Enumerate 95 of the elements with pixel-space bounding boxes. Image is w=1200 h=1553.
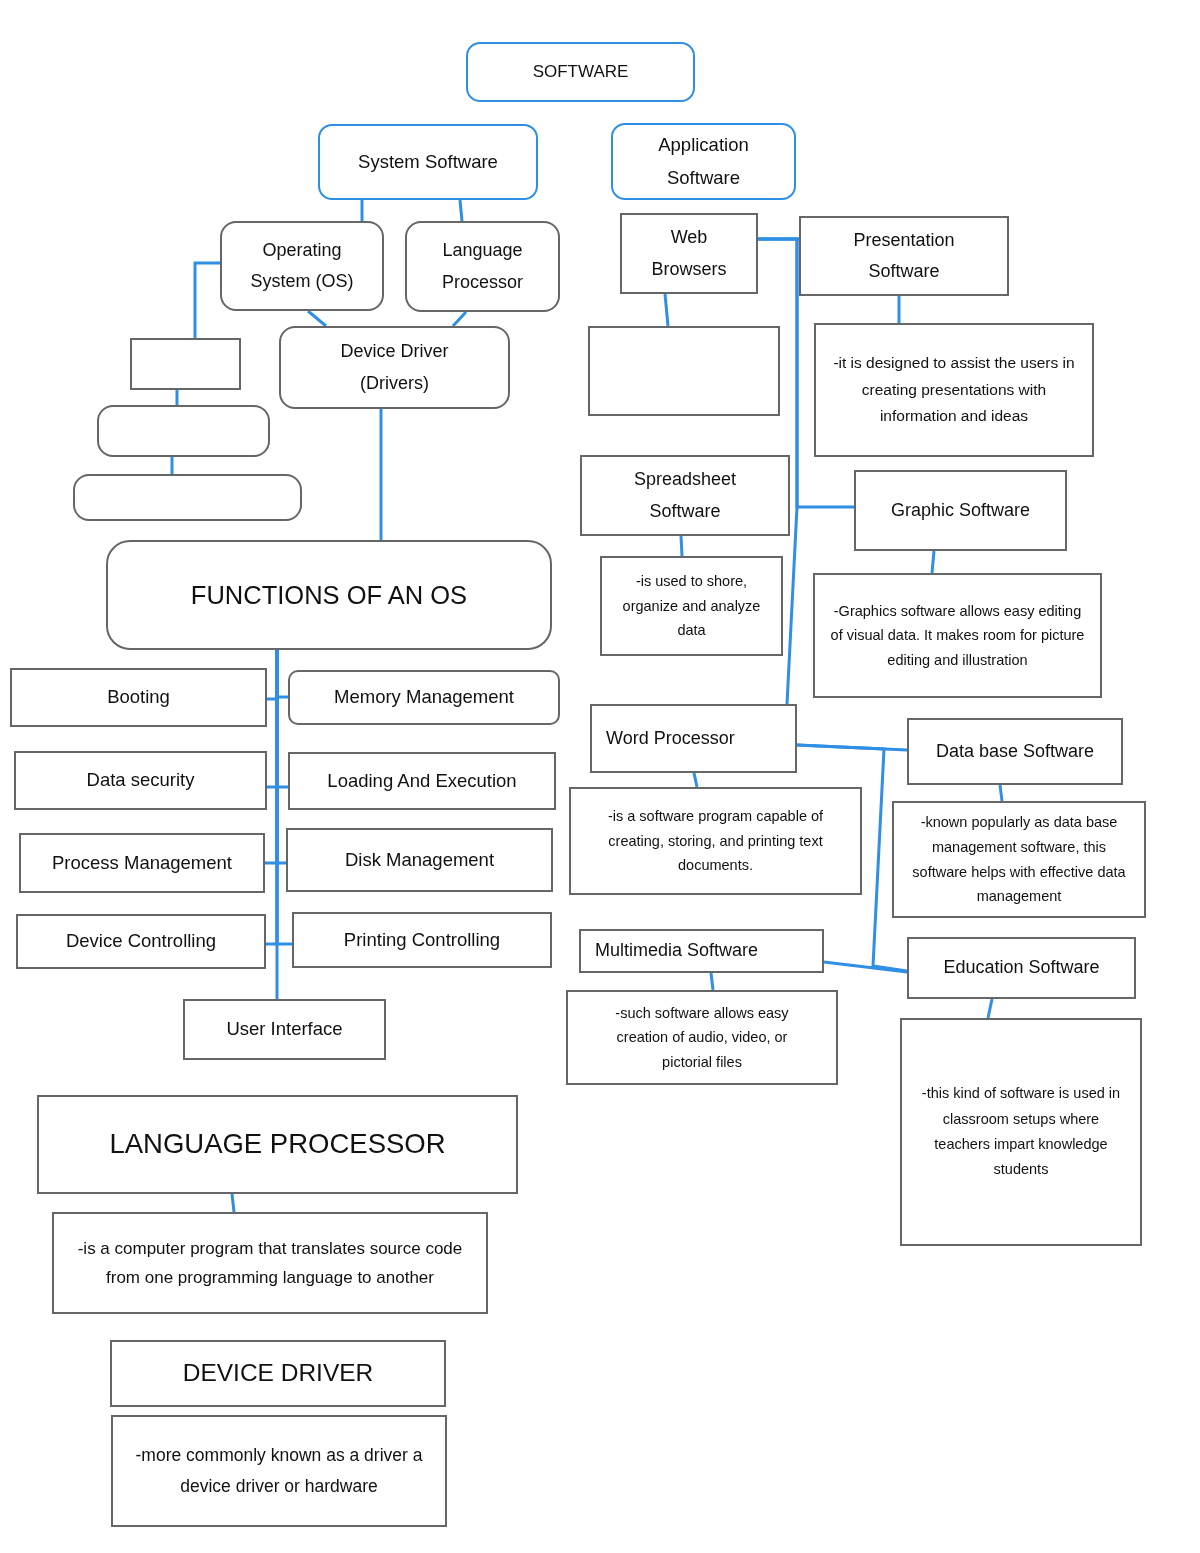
connector-line [998,784,1004,802]
category-box [611,123,796,200]
box-label: Memory Management [334,685,514,710]
box-label: User Interface [226,1017,343,1042]
connector-line [823,960,908,974]
topic-box [19,833,265,893]
connector-line [692,772,699,788]
description-text: -this kind of software is used in classroom setups where teachers impart knowledge students [920,1084,1122,1180]
connector-line [275,650,279,999]
description-box [111,1415,447,1527]
description-box [52,1212,488,1314]
description-text: -is a software program capable of creating, storing, and printing text documents. [606,807,825,876]
heading-box [37,1095,518,1194]
topic-box [580,455,790,536]
box-label: Application Software [657,133,750,190]
description-text: -Graphics software allows easy editing of visual data. It makes room for picture editing and illustration [829,601,1086,670]
blank-box [97,405,270,457]
description-text: -is used to shore, organize and analyze data [621,572,762,641]
description-box [813,573,1102,698]
category-box [318,124,538,200]
box-label: Device Driver (Drivers) [339,340,450,395]
topic-box [14,751,267,810]
description-box [814,323,1094,457]
connector-line [897,296,901,323]
description-text: -it is designed to assist the users in creating presentations with information and ideas [832,353,1076,427]
box-label: Device Controlling [65,929,217,954]
box-label: Data security [86,768,195,793]
topic-box [288,752,556,810]
box-label: Operating System (OS) [249,238,355,293]
description-text: -more commonly known as a driver a device driver or hardware [134,1443,424,1498]
connector-line [307,309,327,328]
connector-line [930,550,936,574]
description-box [892,801,1146,918]
box-label: Web Browsers [650,226,728,281]
box-label: Word Processor [606,726,735,750]
box-label: Booting [107,685,170,710]
connector-line [360,200,364,221]
heading-text: LANGUAGE PROCESSOR [109,1127,446,1162]
topic-box [279,326,510,409]
connector-line [379,409,383,540]
box-label: Language Processor [441,239,524,294]
connector-line [663,293,670,327]
connector-line [986,998,994,1019]
box-label: Education Software [943,956,1100,980]
description-text: -is a computer program that translates source code from one programming language to another [76,1237,464,1289]
topic-box [907,718,1123,785]
box-label: Process Management [52,850,232,875]
heading-text: FUNCTIONS OF AN OS [190,579,468,611]
connector-line [230,1193,236,1213]
box-label: Graphic Software [890,498,1031,522]
heading-box [110,1340,446,1407]
connector-line [458,199,464,222]
connector-line [451,310,468,328]
box-label: Disk Management [344,847,495,872]
topic-box [854,470,1067,551]
box-label: Spreadsheet Software [632,468,738,523]
topic-box [405,221,560,312]
topic-box [579,929,824,973]
connector-line [193,261,220,338]
description-box [566,990,838,1085]
connector-line [709,972,715,991]
blank-box [130,338,241,390]
box-label: Data base Software [935,739,1095,763]
box-label: Loading And Execution [327,768,517,793]
blank-box [588,326,780,416]
description-text: -known popularly as data base management software, this software helps with effective data management [911,813,1127,907]
category-box [466,42,695,102]
description-box [900,1018,1142,1246]
box-label: Multimedia Software [595,939,759,963]
topic-box [292,912,552,968]
connector-line [796,743,908,973]
description-box [569,787,862,895]
topic-box [220,221,384,311]
box-label: SOFTWARE [532,61,629,84]
box-label: Printing Controlling [343,927,501,952]
blank-box [73,474,302,521]
box-label: System Software [358,149,498,174]
connector-line [170,457,174,474]
connector-line [758,237,799,705]
topic-box [590,704,797,773]
topic-box [286,828,553,892]
description-box [600,556,783,656]
box-label: Presentation Software [852,228,956,283]
topic-box [16,914,266,969]
heading-text: DEVICE DRIVER [182,1358,374,1389]
topic-box [799,216,1009,296]
topic-box [183,999,386,1060]
description-text: -such software allows easy creation of audio, video, or pictorial files [614,1003,790,1072]
topic-box [620,213,758,294]
topic-box [288,670,560,725]
connector-line [679,535,684,557]
heading-box [106,540,552,650]
topic-box [907,937,1136,999]
topic-box [10,668,267,727]
connector-line [175,390,179,405]
